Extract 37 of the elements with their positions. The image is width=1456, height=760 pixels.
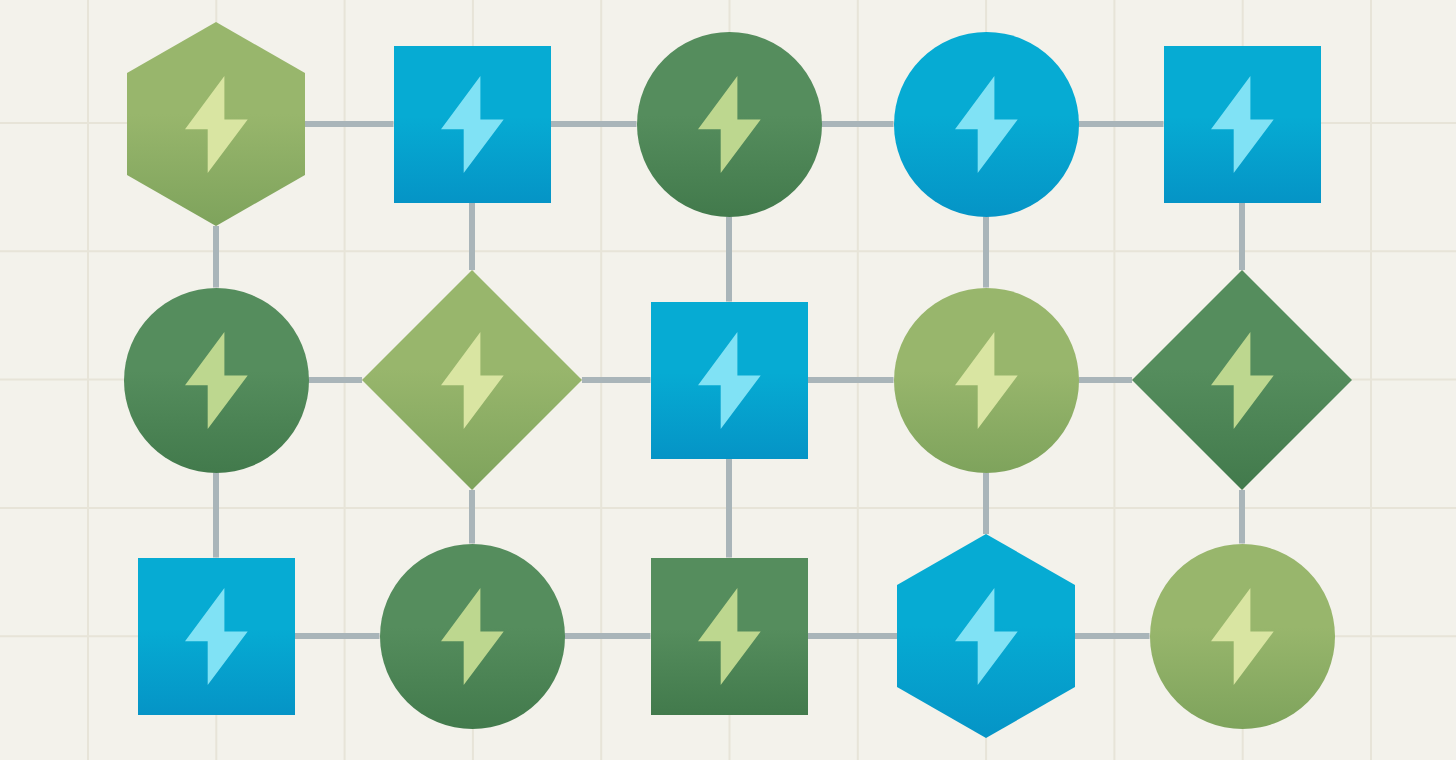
square-node bbox=[393, 45, 551, 203]
diamond-node bbox=[362, 270, 582, 490]
connector-line bbox=[1078, 377, 1132, 383]
connector-line bbox=[213, 226, 219, 288]
connector-line bbox=[564, 633, 651, 639]
connector-line bbox=[1075, 633, 1150, 639]
connector-line bbox=[983, 216, 989, 288]
connector-line bbox=[821, 121, 894, 127]
hexagon-node bbox=[897, 534, 1075, 738]
connector-line bbox=[807, 377, 894, 383]
circle-node bbox=[379, 543, 565, 729]
square-node bbox=[650, 301, 808, 459]
square-node bbox=[1163, 45, 1321, 203]
connector-line bbox=[726, 216, 732, 302]
connector-line bbox=[308, 377, 362, 383]
connector-line bbox=[550, 121, 637, 127]
connector-line bbox=[305, 121, 394, 127]
connector-line bbox=[1078, 121, 1164, 127]
connector-line bbox=[582, 377, 651, 383]
connector-line bbox=[983, 472, 989, 534]
circle-node bbox=[893, 31, 1079, 217]
circle-node bbox=[123, 287, 309, 473]
diamond-node bbox=[1132, 270, 1352, 490]
circle-node bbox=[636, 31, 822, 217]
connector-line bbox=[469, 202, 475, 270]
connector-line bbox=[294, 633, 380, 639]
connector-line bbox=[1239, 490, 1245, 544]
circle-node bbox=[1149, 543, 1335, 729]
connector-line bbox=[213, 472, 219, 558]
square-node bbox=[137, 557, 295, 715]
connector-line bbox=[469, 490, 475, 544]
connector-line bbox=[1239, 202, 1245, 270]
connector-line bbox=[807, 633, 897, 639]
circle-node bbox=[893, 287, 1079, 473]
hexagon-node bbox=[127, 22, 305, 226]
square-node bbox=[650, 557, 808, 715]
connector-line bbox=[726, 458, 732, 558]
